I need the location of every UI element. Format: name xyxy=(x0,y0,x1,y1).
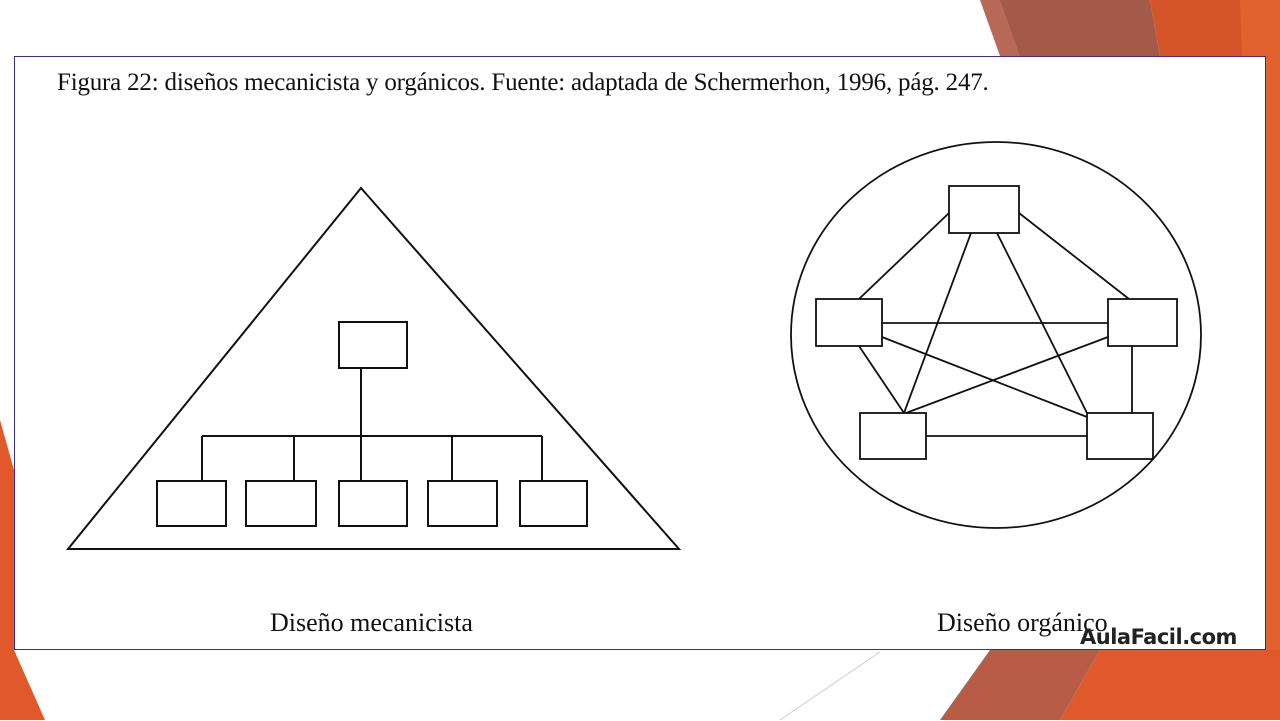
decor-shape xyxy=(1060,650,1280,720)
hierarchy-triangle xyxy=(65,186,682,550)
mechanistic-design xyxy=(65,186,682,550)
subordinate-box xyxy=(427,480,498,527)
decor-line xyxy=(779,651,881,720)
node-box xyxy=(1107,298,1178,347)
link xyxy=(858,345,905,414)
figure-caption: Figura 22: diseños mecanicista y orgánic… xyxy=(57,69,989,96)
subordinate-box xyxy=(519,480,588,527)
decor-shape xyxy=(940,650,1100,720)
manager-box xyxy=(338,321,408,369)
decor-shape xyxy=(1000,0,1160,56)
organic-design xyxy=(790,141,1202,529)
decor-shape xyxy=(0,420,45,720)
aulafacil-watermark: AulaFacil.com xyxy=(1080,625,1237,649)
figure-frame: Figura 22: diseños mecanicista y orgánic… xyxy=(14,56,1266,650)
link xyxy=(996,232,1088,414)
link xyxy=(858,212,950,300)
node-box xyxy=(1086,412,1154,460)
subordinate-box xyxy=(156,480,227,527)
link xyxy=(905,336,1109,414)
link xyxy=(881,336,1088,418)
network-circle xyxy=(790,141,1202,529)
subordinate-box xyxy=(338,480,408,527)
organic-design-label: Diseño orgánico xyxy=(937,608,1108,637)
link xyxy=(903,232,972,414)
subordinate-box xyxy=(245,480,317,527)
node-box xyxy=(815,298,883,347)
node-box xyxy=(948,185,1020,234)
mechanistic-design-label: Diseño mecanicista xyxy=(270,608,473,637)
link xyxy=(1018,212,1130,300)
node-box xyxy=(859,412,927,460)
